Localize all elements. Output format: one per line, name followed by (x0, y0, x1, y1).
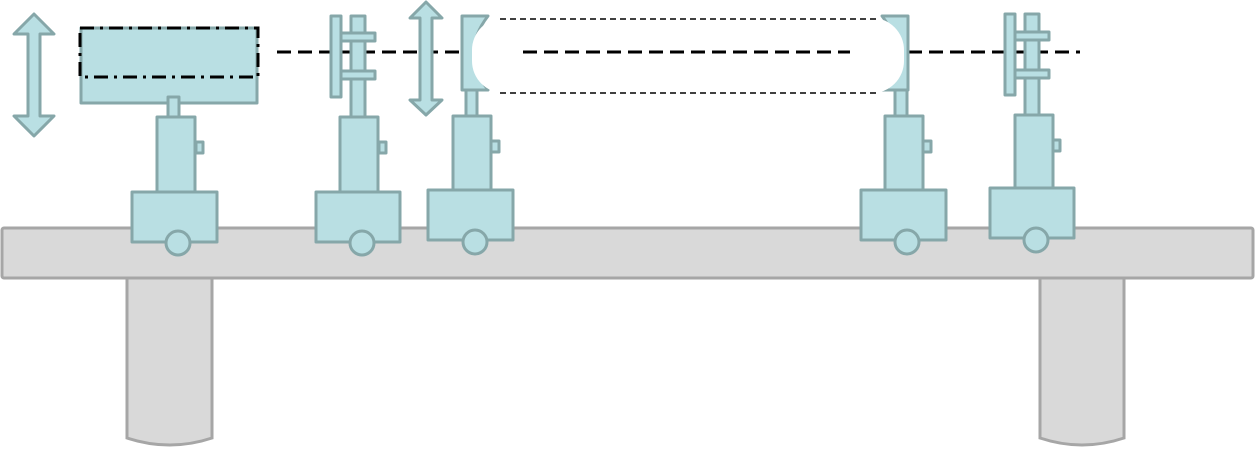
lens-holder-2 (988, 12, 1076, 254)
bench-leg-right (1038, 268, 1126, 447)
vertical-adjust-arrow-icon (408, 0, 444, 117)
vertical-adjust-arrow-icon (12, 12, 56, 138)
sample-cell (472, 18, 904, 94)
concave-mirror-2 (859, 14, 948, 256)
concave-mirror-1 (426, 14, 515, 256)
lens-holder-1 (314, 14, 402, 257)
bench-leg-left (125, 268, 214, 447)
laser-source (78, 26, 260, 257)
